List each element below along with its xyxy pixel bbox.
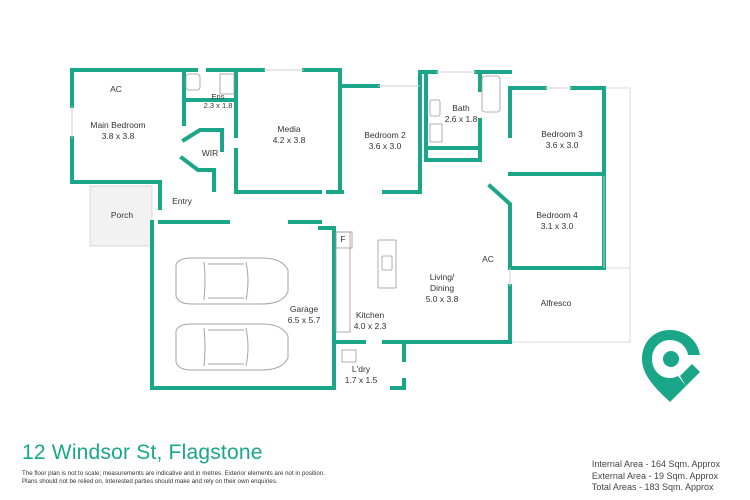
alfresco-area bbox=[509, 267, 631, 343]
fridge-label: F bbox=[340, 234, 346, 244]
main-bedroom-ac-label: AC bbox=[110, 84, 122, 94]
disclaimer-line-1: The floor plan is not to scale; measurem… bbox=[22, 470, 325, 477]
room-dims: 4.2 x 3.8 bbox=[272, 135, 306, 145]
room-dims: 1.7 x 1.5 bbox=[344, 375, 378, 385]
room-name: Ens bbox=[211, 92, 225, 101]
area-summary: Internal Area - 164 Sqm. Approx External… bbox=[592, 459, 720, 494]
internal-area: Internal Area - 164 Sqm. Approx bbox=[591, 459, 720, 469]
room-dims: 5.0 x 3.8 bbox=[425, 294, 459, 304]
room-dims: 2.6 x 1.8 bbox=[444, 114, 478, 124]
bath-label: Bath 2.6 x 1.8 bbox=[445, 103, 478, 125]
laundry-label: L'dry 1.7 x 1.5 bbox=[345, 364, 378, 386]
ensuite-label: Ens 2.3 x 1.8 bbox=[204, 92, 233, 110]
wir-label: WIR bbox=[201, 148, 219, 158]
room-name: Garage bbox=[289, 304, 319, 314]
entry-label: Entry bbox=[172, 196, 192, 206]
garage-label: Garage 6.5 x 5.7 bbox=[288, 304, 321, 326]
bedroom4-label: Bedroom 4 3.1 x 3.0 bbox=[536, 210, 578, 232]
room-dims: 3.1 x 3.0 bbox=[540, 221, 574, 231]
bedroom3-label: Bedroom 3 3.6 x 3.0 bbox=[541, 129, 583, 151]
room-name: Media bbox=[277, 124, 301, 134]
porch-label: Porch bbox=[110, 210, 134, 220]
room-dims: 3.8 x 3.8 bbox=[101, 131, 135, 141]
alfresco-outline bbox=[597, 87, 631, 268]
total-area: Total Areas - 183 Sqm. Approx bbox=[591, 482, 714, 492]
living-dining-label: Living/ Dining 5.0 x 3.8 bbox=[426, 272, 459, 305]
walls bbox=[70, 68, 606, 390]
property-address: 12 Windsor St, Flagstone bbox=[22, 441, 263, 464]
disclaimer: The floor plan is not to scale; measurem… bbox=[22, 470, 325, 486]
c-pin-logo-icon bbox=[642, 330, 700, 402]
room-name: Bedroom 3 bbox=[541, 129, 583, 139]
room-dims: 3.6 x 3.0 bbox=[545, 140, 579, 150]
room-name: Bath bbox=[452, 103, 470, 113]
alfresco-label: Alfresco bbox=[540, 298, 572, 308]
main-bedroom-label: Main Bedroom 3.8 x 3.8 bbox=[90, 120, 145, 142]
living-ac-label: AC bbox=[482, 254, 494, 264]
room-name: Bedroom 2 bbox=[364, 130, 406, 140]
windows bbox=[71, 69, 605, 286]
room-name: L'dry bbox=[351, 364, 371, 374]
room-dims: 3.6 x 3.0 bbox=[368, 141, 402, 151]
room-name: Main Bedroom bbox=[90, 120, 146, 130]
disclaimer-line-2: Plans should not be relied on. Intereste… bbox=[22, 478, 278, 485]
room-name-2: Dining bbox=[429, 283, 455, 293]
car-icon bbox=[175, 257, 289, 305]
room-dims: 6.5 x 5.7 bbox=[287, 315, 321, 325]
kitchen-label: Kitchen 4.0 x 2.3 bbox=[354, 310, 387, 332]
porch-area bbox=[89, 185, 153, 247]
external-area: External Area - 19 Sqm. Approx bbox=[591, 470, 718, 481]
room-dims: 2.3 x 1.8 bbox=[203, 101, 233, 110]
room-name: Kitchen bbox=[355, 310, 385, 320]
room-name: Bedroom 4 bbox=[536, 210, 578, 220]
media-label: Media 4.2 x 3.8 bbox=[273, 124, 306, 146]
room-name: Living/ bbox=[429, 272, 455, 282]
bedroom2-label: Bedroom 2 3.6 x 3.0 bbox=[364, 130, 406, 152]
room-dims: 4.0 x 2.3 bbox=[353, 321, 387, 331]
kitchen-fixtures bbox=[185, 73, 501, 363]
car-icon bbox=[175, 323, 289, 371]
